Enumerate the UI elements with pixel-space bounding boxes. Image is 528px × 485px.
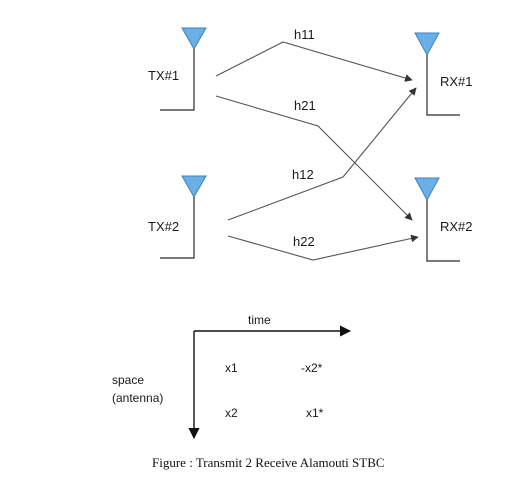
tx1-antenna-icon — [181, 27, 207, 51]
path-h21 — [215, 95, 413, 221]
path-h22 — [227, 234, 419, 261]
rx2-label: RX#2 — [440, 219, 473, 234]
rx2-antenna — [414, 177, 460, 262]
channel-label-h21: h21 — [294, 98, 316, 113]
space-axis-label-line1: space — [112, 373, 144, 387]
rx1-antenna-icon — [414, 32, 440, 57]
symbol-cell: -x2* — [301, 361, 323, 375]
tx2-antenna — [160, 175, 207, 259]
time-axis-label: time — [248, 313, 271, 327]
tx2-antenna-icon — [181, 175, 207, 199]
tx1-label: TX#1 — [148, 68, 179, 83]
channel-label-h12: h12 — [292, 167, 314, 182]
space-axis-label-line2: (antenna) — [112, 391, 163, 405]
rx1-label: RX#1 — [440, 74, 473, 89]
symbol-cell: x1* — [306, 406, 324, 420]
path-h11 — [215, 41, 413, 82]
channel-label-h22: h22 — [293, 234, 315, 249]
tx2-label: TX#2 — [148, 219, 179, 234]
rx1-antenna — [414, 32, 460, 116]
symbol-cell: x2 — [225, 406, 238, 420]
channel-label-h11: h11 — [294, 27, 315, 42]
tx1-antenna — [160, 27, 207, 111]
symbol-cell: x1 — [225, 361, 238, 375]
path-h12 — [227, 87, 417, 221]
rx2-antenna-icon — [414, 177, 440, 202]
figure-caption: Figure : Transmit 2 Receive Alamouti STB… — [152, 455, 385, 470]
